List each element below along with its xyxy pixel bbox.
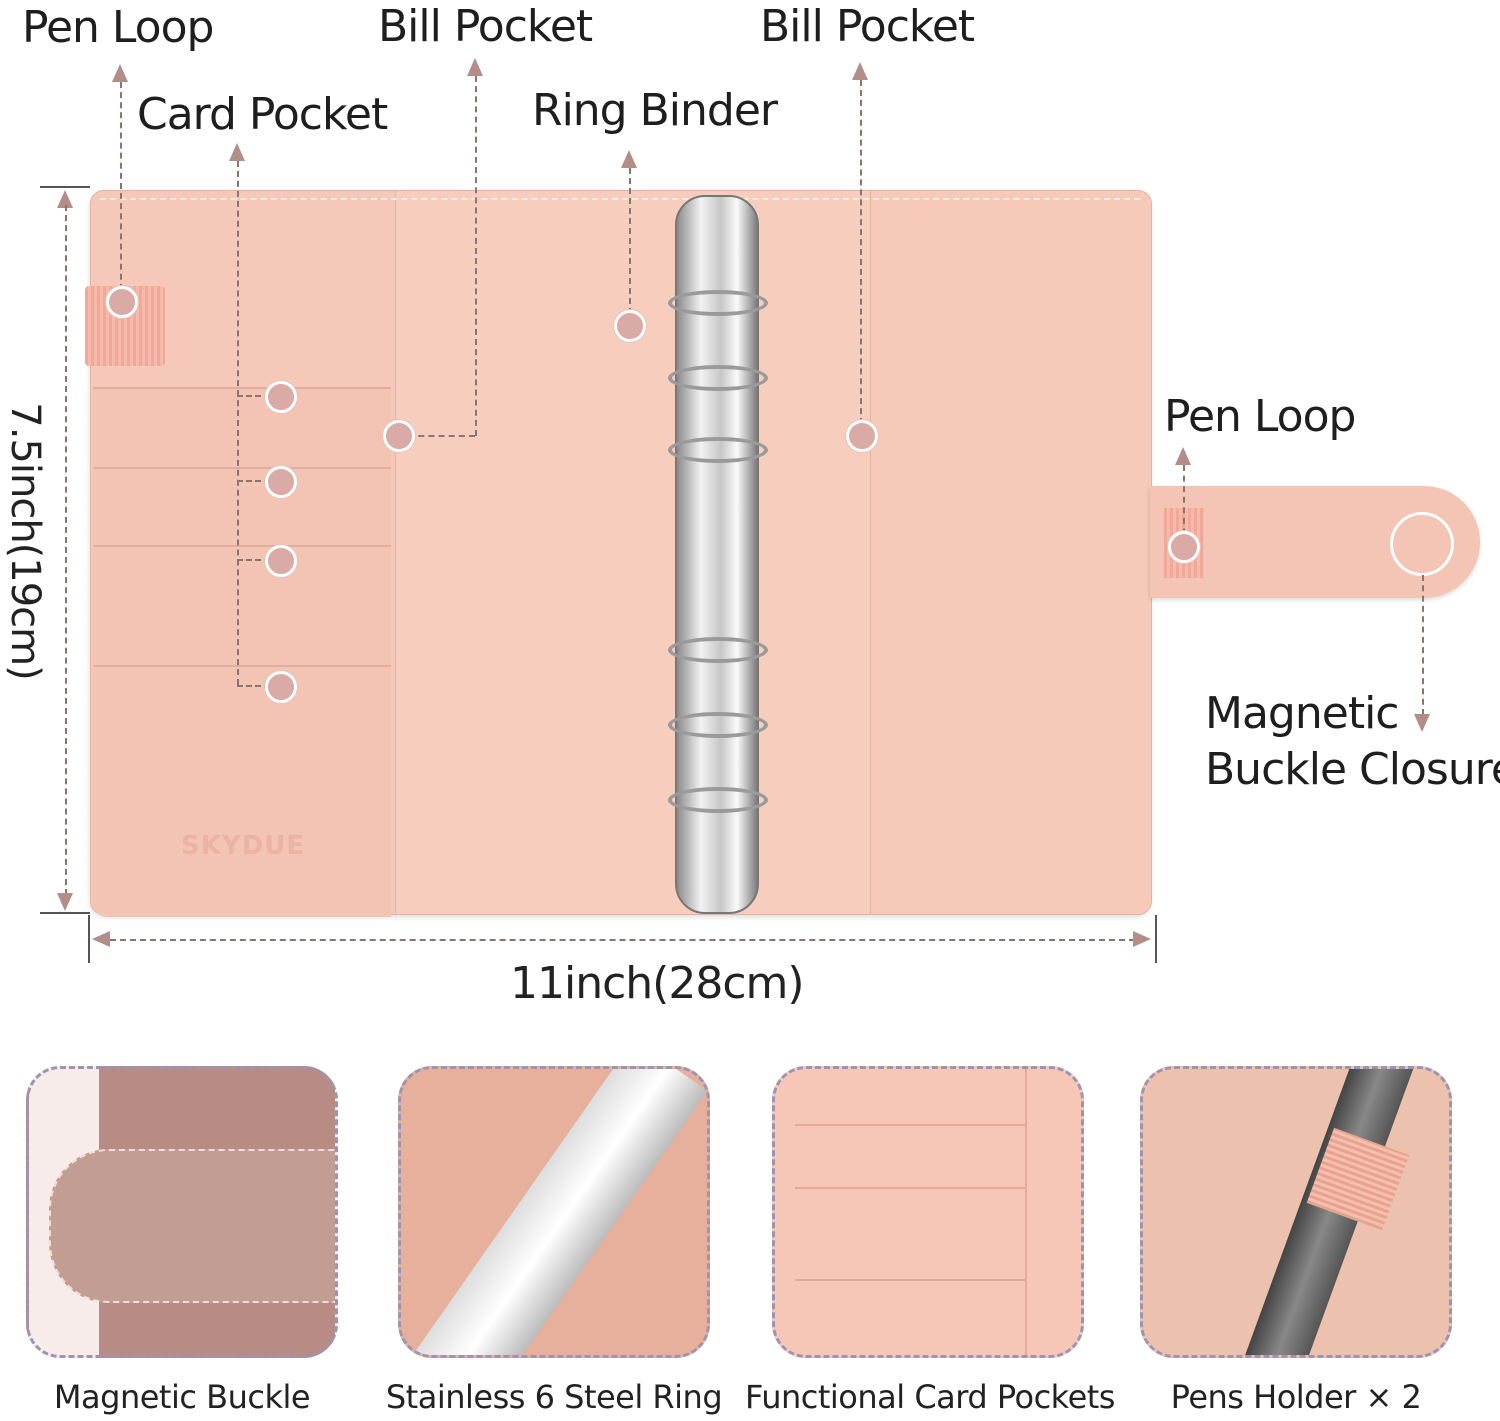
label-bill-pocket-left: Bill Pocket xyxy=(378,1,593,52)
ring-4 xyxy=(668,637,768,663)
thumb-pens-holder xyxy=(1140,1066,1452,1358)
marker-dot xyxy=(383,420,415,452)
marker-dot xyxy=(106,286,138,318)
leader-line xyxy=(475,76,477,436)
arrow-up-icon xyxy=(621,150,637,168)
thumb-magnetic-buckle xyxy=(26,1066,338,1358)
marker-dot xyxy=(265,671,297,703)
pocket-line xyxy=(795,1187,1025,1189)
ring-2 xyxy=(668,365,768,391)
arrow-up-icon xyxy=(1175,447,1191,465)
card-slot-1 xyxy=(93,387,391,469)
stitching xyxy=(100,198,1140,200)
ring-3 xyxy=(668,437,768,463)
label-bill-pocket-right: Bill Pocket xyxy=(760,1,975,52)
pocket-line xyxy=(795,1279,1025,1281)
marker-dot xyxy=(846,420,878,452)
pocket-line xyxy=(795,1124,1025,1126)
magnetic-strap xyxy=(1150,486,1480,598)
dimension-tick xyxy=(40,912,90,914)
card-slot-4 xyxy=(93,665,391,917)
ring-5 xyxy=(668,712,768,738)
marker-dot xyxy=(614,310,646,342)
center-panel xyxy=(395,190,872,915)
caption-magnetic-buckle: Magnetic Buckle xyxy=(53,1378,311,1416)
marker-dot xyxy=(265,545,297,577)
leader-line xyxy=(120,82,122,300)
magnet-button xyxy=(1390,512,1454,576)
ring-bar-detail xyxy=(404,1069,707,1355)
height-dimension-label: 7.5inch(19cm) xyxy=(2,402,48,680)
arrow-up-icon xyxy=(852,62,868,80)
leader-line xyxy=(629,168,631,324)
height-dimension-line xyxy=(65,205,67,895)
caption-steel-ring: Stainless 6 Steel Ring xyxy=(385,1378,723,1416)
leader-line xyxy=(237,395,279,397)
leader-line xyxy=(237,559,279,561)
arrow-up-icon xyxy=(467,58,483,76)
label-pen-loop-right: Pen Loop xyxy=(1164,391,1356,442)
ring-1 xyxy=(668,290,768,316)
pocket-panel xyxy=(795,1069,1027,1355)
arrow-left-icon xyxy=(92,931,110,947)
marker-dot xyxy=(265,381,297,413)
label-ring-binder: Ring Binder xyxy=(532,85,778,136)
label-magnetic-line2: Buckle Closure xyxy=(1205,744,1500,795)
label-magnetic-line1: Magnetic xyxy=(1205,688,1399,739)
card-slot-3 xyxy=(93,545,391,667)
arrow-up-icon xyxy=(112,64,128,82)
arrow-down-icon xyxy=(57,893,73,911)
dimension-tick xyxy=(88,915,90,963)
leader-line xyxy=(1183,465,1185,545)
arrow-up-icon xyxy=(229,143,245,161)
label-card-pocket: Card Pocket xyxy=(137,89,388,140)
leader-line xyxy=(237,161,239,685)
arrow-right-icon xyxy=(1133,931,1151,947)
arrow-down-icon xyxy=(1414,714,1430,732)
thumb-card-pockets xyxy=(772,1066,1084,1358)
caption-pens-holder: Pens Holder × 2 xyxy=(1170,1378,1422,1416)
ring-6 xyxy=(668,787,768,813)
caption-card-pockets: Functional Card Pockets xyxy=(745,1378,1115,1416)
width-dimension-line xyxy=(110,939,1135,941)
dimension-tick xyxy=(1155,915,1157,963)
marker-dot xyxy=(1168,531,1200,563)
arrow-up-icon xyxy=(57,190,73,208)
marker-dot xyxy=(265,466,297,498)
left-panel: SKYDUE xyxy=(85,190,397,917)
leader-line xyxy=(237,685,279,687)
leader-line xyxy=(237,480,279,482)
binder-product-image: SKYDUE xyxy=(85,190,1152,917)
strap-detail xyxy=(49,1149,335,1303)
right-panel xyxy=(870,190,1152,915)
leader-line xyxy=(1422,575,1424,715)
dimension-tick xyxy=(40,186,90,188)
brand-emboss: SKYDUE xyxy=(181,831,306,861)
leader-line xyxy=(860,80,862,434)
width-dimension-label: 11inch(28cm) xyxy=(510,958,805,1009)
thumb-steel-ring xyxy=(398,1066,710,1358)
label-pen-loop-left: Pen Loop xyxy=(22,2,214,53)
leader-line xyxy=(398,435,475,437)
